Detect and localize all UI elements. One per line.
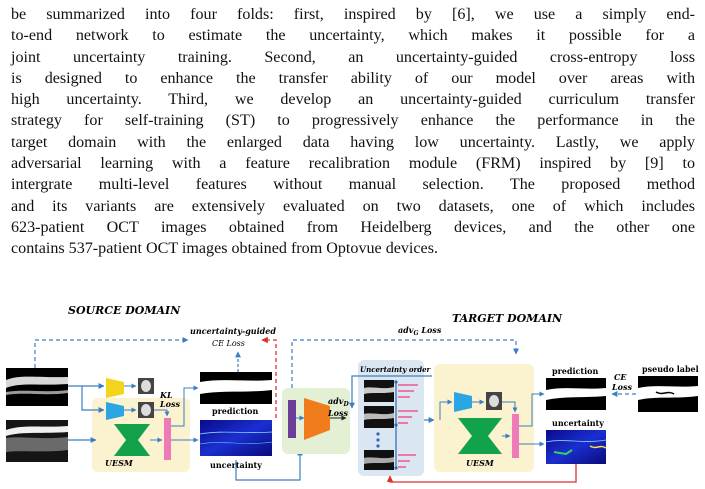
paragraph-line: target domain with the enlarged data hav…	[11, 133, 695, 151]
source-domain-title: SOURCE DOMAIN	[68, 304, 181, 317]
feature-map-right-blob	[489, 395, 499, 407]
prediction-label-right: prediction	[552, 366, 598, 376]
order-bracket	[394, 380, 398, 470]
paragraph-line: strategy for self-training (ST) to progr…	[11, 112, 695, 130]
prediction-label-left: prediction	[212, 406, 258, 416]
paragraph-line: to-end network to estimate the uncertain…	[11, 27, 695, 45]
paragraph-line: is designed to enhance the transfer abil…	[11, 69, 695, 87]
paragraph-line: be summarized into four folds: first, in…	[11, 6, 695, 23]
arrow-uesm-to-disc	[349, 375, 432, 409]
source-image-bottom	[6, 420, 68, 462]
ce-loss-label-line2: CE Loss	[212, 339, 245, 348]
ordering-dots	[376, 432, 380, 448]
arrow-pink-right-to-prediction	[519, 391, 545, 427]
source-image-top	[6, 368, 68, 406]
adv-d-label-loss: Loss	[327, 408, 348, 418]
adv-g-connector	[291, 339, 519, 388]
uncertainty-bars	[398, 384, 418, 468]
ce-loss-label-line1: uncertainty-guided	[190, 326, 276, 336]
arrow-target-back-to-order	[386, 464, 577, 483]
uncertainty-feedback-arrow	[261, 336, 277, 418]
green-hourglass-right	[458, 418, 502, 454]
pseudo-label-image	[638, 376, 698, 412]
prediction-image-right	[546, 378, 606, 410]
paragraph-line: 623-patient OCT images obtained from Hei…	[11, 218, 695, 236]
purple-bar	[288, 400, 296, 438]
yellow-encoder-block	[106, 378, 124, 398]
arrow-input-to-right-blue	[439, 399, 453, 420]
uesm-label-right: UESM	[466, 458, 495, 468]
adv-g-loss-label: advG Loss	[398, 325, 442, 337]
arrow-input-top-down	[81, 386, 105, 413]
uncertainty-order-label: Uncertainty order	[360, 365, 432, 374]
ce-loss-right-1: CE	[614, 372, 627, 382]
ce-loss-right-2: Loss	[611, 382, 632, 392]
feature-map-top-blob	[141, 380, 151, 392]
blue-encoder-block	[106, 402, 124, 420]
arrow-right-map-to-pink	[502, 401, 518, 413]
paragraph-line: joint uncertainty training. Second, an u…	[11, 48, 695, 66]
pseudo-label-title: pseudo label	[642, 364, 699, 374]
ce-loss-connector	[34, 337, 189, 368]
paragraph-line: and its variants are extensively evaluat…	[11, 197, 695, 215]
pink-bar-right	[512, 414, 519, 458]
target-domain-title: TARGET DOMAIN	[452, 312, 563, 325]
green-hourglass-network	[114, 424, 150, 456]
ordered-image-stack	[364, 380, 394, 470]
prediction-image-left	[200, 372, 272, 404]
body-paragraph: be summarized into four folds: first, in…	[11, 4, 695, 260]
uncertainty-to-bottom-arrow	[235, 449, 303, 481]
framework-figure: SOURCE DOMAIN TARGET DOMAIN uncertainty-…	[6, 304, 699, 483]
kl-loss-label-1: KL	[159, 390, 173, 400]
blue-encoder-block-right	[454, 392, 472, 412]
uncertainty-image-right	[545, 430, 607, 464]
uesm-label-left: UESM	[105, 458, 134, 468]
paragraph-line: intergrate multi-level features without …	[11, 176, 695, 194]
arrow-map-to-pink	[154, 409, 170, 417]
paragraph-line: high uncertainty. Third, we develop an u…	[11, 91, 695, 109]
paragraph-line: adversarial learning with a feature reca…	[11, 155, 695, 173]
adv-d-label-main: advD	[328, 396, 349, 408]
arrow-pink-to-prediction	[171, 385, 199, 427]
feature-map-mid-blob	[141, 404, 151, 416]
paragraph-line: contains 537-patient OCT images obtained…	[11, 240, 438, 258]
uncertainty-image-left	[199, 420, 273, 456]
orange-discriminator	[304, 398, 330, 440]
kl-loss-label-2: Loss	[159, 399, 180, 409]
uncertainty-label-right: uncertainty	[552, 418, 604, 428]
pink-bar-left	[164, 418, 171, 460]
